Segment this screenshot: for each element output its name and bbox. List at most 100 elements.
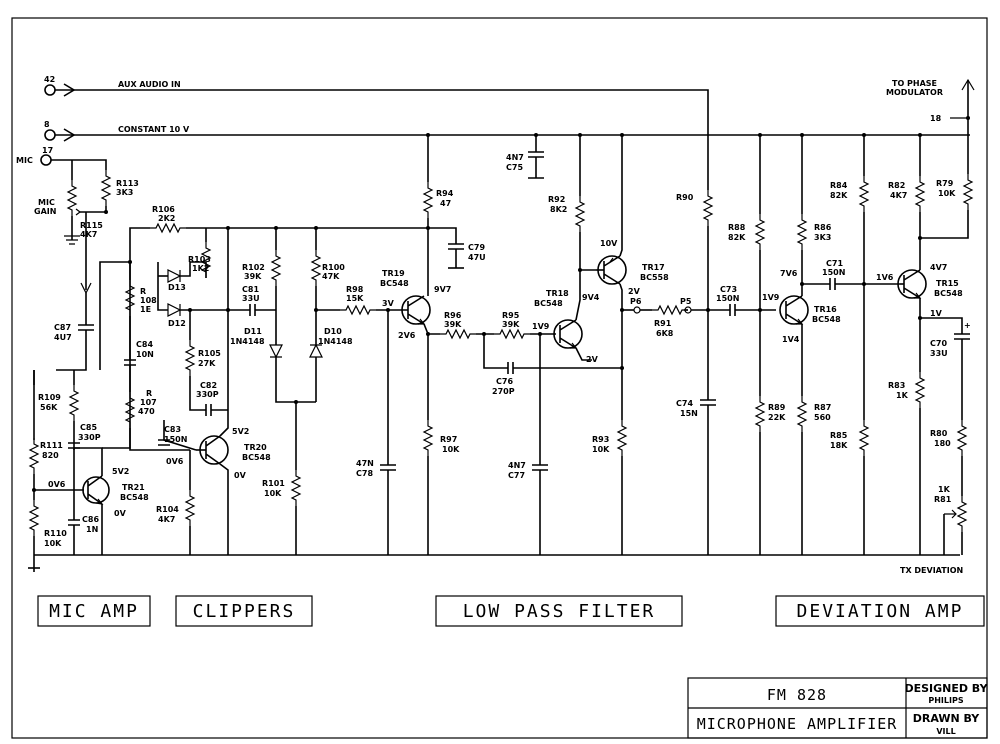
mic-amp-box (37, 595, 151, 627)
r103-ref: R103 (188, 255, 211, 264)
r91-ref: R91 (654, 319, 672, 328)
p6-label: P6 (630, 297, 642, 306)
r86-ref: R86 (814, 223, 832, 232)
c76-value: 270P (492, 387, 515, 396)
tr19-ref: TR19 (382, 269, 405, 278)
d13-label: D13 (168, 283, 186, 292)
r110-ref: R110 (44, 529, 67, 538)
r83-ref: R83 (888, 381, 905, 390)
r100-value: 47K (322, 272, 340, 281)
c84-ref: C84 (136, 340, 153, 349)
tr15-ref: TR15 (936, 279, 959, 288)
tr21-base-volts: 0V6 (48, 480, 66, 489)
terminal-8-label: 8 (44, 120, 50, 129)
c71-ref: C71 (826, 259, 843, 268)
r107-value: 470 (138, 407, 155, 416)
tr16-base-volts: 1V9 (762, 293, 780, 302)
mic-input: 17 MIC R113 3K3 MIC GAIN R115 4K7 C87 4U… (16, 146, 139, 371)
tr20-ref: TR20 (244, 443, 267, 452)
c74-ref: C74 (676, 399, 693, 408)
c87-value: 4U7 (54, 333, 72, 342)
r96-ref: R96 (444, 311, 462, 320)
r101-ref: R101 (262, 479, 285, 488)
c82-ref: C82 (200, 381, 217, 390)
tr19-value: BC548 (380, 279, 409, 288)
low-pass-filter-circuit: R94 47 C79 47U TR19 BC548 9V7 2V6 R96 39… (356, 133, 730, 555)
r80-value: 180 (934, 439, 951, 448)
c75-value: 4N7 (506, 153, 524, 162)
c87-ref: C87 (54, 323, 71, 332)
c70-ref: C70 (930, 339, 947, 348)
d12-diode (167, 303, 182, 317)
r100-ref: R100 (322, 263, 345, 272)
r109-ref: R109 (38, 393, 61, 402)
r85-value: 18K (830, 441, 848, 450)
r95-value: 39K (502, 320, 520, 329)
tr18-base-volts: 1V9 (532, 322, 550, 331)
clippers-box (175, 595, 313, 627)
c73-ref: C73 (720, 285, 737, 294)
modulator-label: MODULATOR (886, 88, 943, 97)
aux-audio-rail: 42 AUX AUDIO IN (44, 75, 709, 190)
r87-value: 560 (814, 413, 831, 422)
tr15-value: BC548 (934, 289, 963, 298)
r95-ref: R95 (502, 311, 520, 320)
tr21-emitter-volts: 0V (114, 509, 127, 518)
r107-ref: R (146, 389, 152, 398)
title-block: FM 828 MICROPHONE AMPLIFIER DESIGNED BY … (687, 677, 989, 739)
mic-gain-label-2: GAIN (34, 207, 56, 216)
d13-diode (167, 269, 182, 283)
r79-ref: R79 (936, 179, 954, 188)
tr21-collector-volts: 5V2 (112, 467, 129, 476)
r111-value: 820 (42, 451, 59, 460)
r102-value: 39K (244, 272, 262, 281)
r85-ref: R85 (830, 431, 848, 440)
r80-ref: R80 (930, 429, 948, 438)
r82-ref: R82 (888, 181, 905, 190)
r103-value: 1K2 (192, 264, 209, 273)
c74-value: 15N (680, 409, 698, 418)
tr15-base-volts: 1V6 (876, 273, 894, 282)
tx-deviation-label: TX DEVIATION (900, 566, 963, 575)
tr16-emitter-volts: 1V4 (782, 335, 800, 344)
tr19-collector-volts: 9V7 (434, 285, 451, 294)
c86-ref: C86 (82, 515, 99, 524)
r115-value: 4K7 (80, 230, 97, 239)
tr20-base-volts: 0V6 (166, 457, 184, 466)
c70-value: 33U (930, 349, 948, 358)
r108-num: 108 (140, 296, 157, 305)
r79-value: 10K (938, 189, 956, 198)
r82-value: 4K7 (890, 191, 907, 200)
r105-value: 27K (198, 359, 216, 368)
r89-ref: R89 (768, 403, 786, 412)
c77-value: 4N7 (508, 461, 526, 470)
r96-value: 39K (444, 320, 462, 329)
r81-value: 1K (938, 485, 951, 494)
d10-value: 1N4148 (318, 337, 353, 346)
r84-ref: R84 (830, 181, 848, 190)
r88-ref: R88 (728, 223, 746, 232)
tr18-ref: TR18 (546, 289, 569, 298)
c83-ref: C83 (164, 425, 181, 434)
clippers-circuit: R106 2K2 R 108 1E C84 10N R 107 470 D13 … (99, 205, 428, 555)
designer-name: PHILIPS (928, 696, 963, 705)
constant-10v-label: CONSTANT 10 V (118, 125, 190, 134)
r113-value: 3K3 (116, 188, 133, 197)
r97-ref: R97 (440, 435, 457, 444)
sheet-border (11, 17, 988, 739)
c73-value: 150N (716, 294, 739, 303)
r106-value: 2K2 (158, 214, 175, 223)
d10-diode (309, 343, 323, 358)
c86-value: 1N (86, 525, 98, 534)
drawer-name: VILL (936, 727, 955, 736)
r92-ref: R92 (548, 195, 565, 204)
c78-ref: C78 (356, 469, 373, 478)
r107-num: 107 (140, 398, 157, 407)
tr17-collector-volts: 2V (628, 287, 641, 296)
r97-value: 10K (442, 445, 460, 454)
r101-value: 10K (264, 489, 282, 498)
tr17-ref: TR17 (642, 263, 665, 272)
tr19-emitter-volts: 2V6 (398, 331, 416, 340)
r115-ref: R115 (80, 221, 103, 230)
p5-label: P5 (680, 297, 692, 306)
